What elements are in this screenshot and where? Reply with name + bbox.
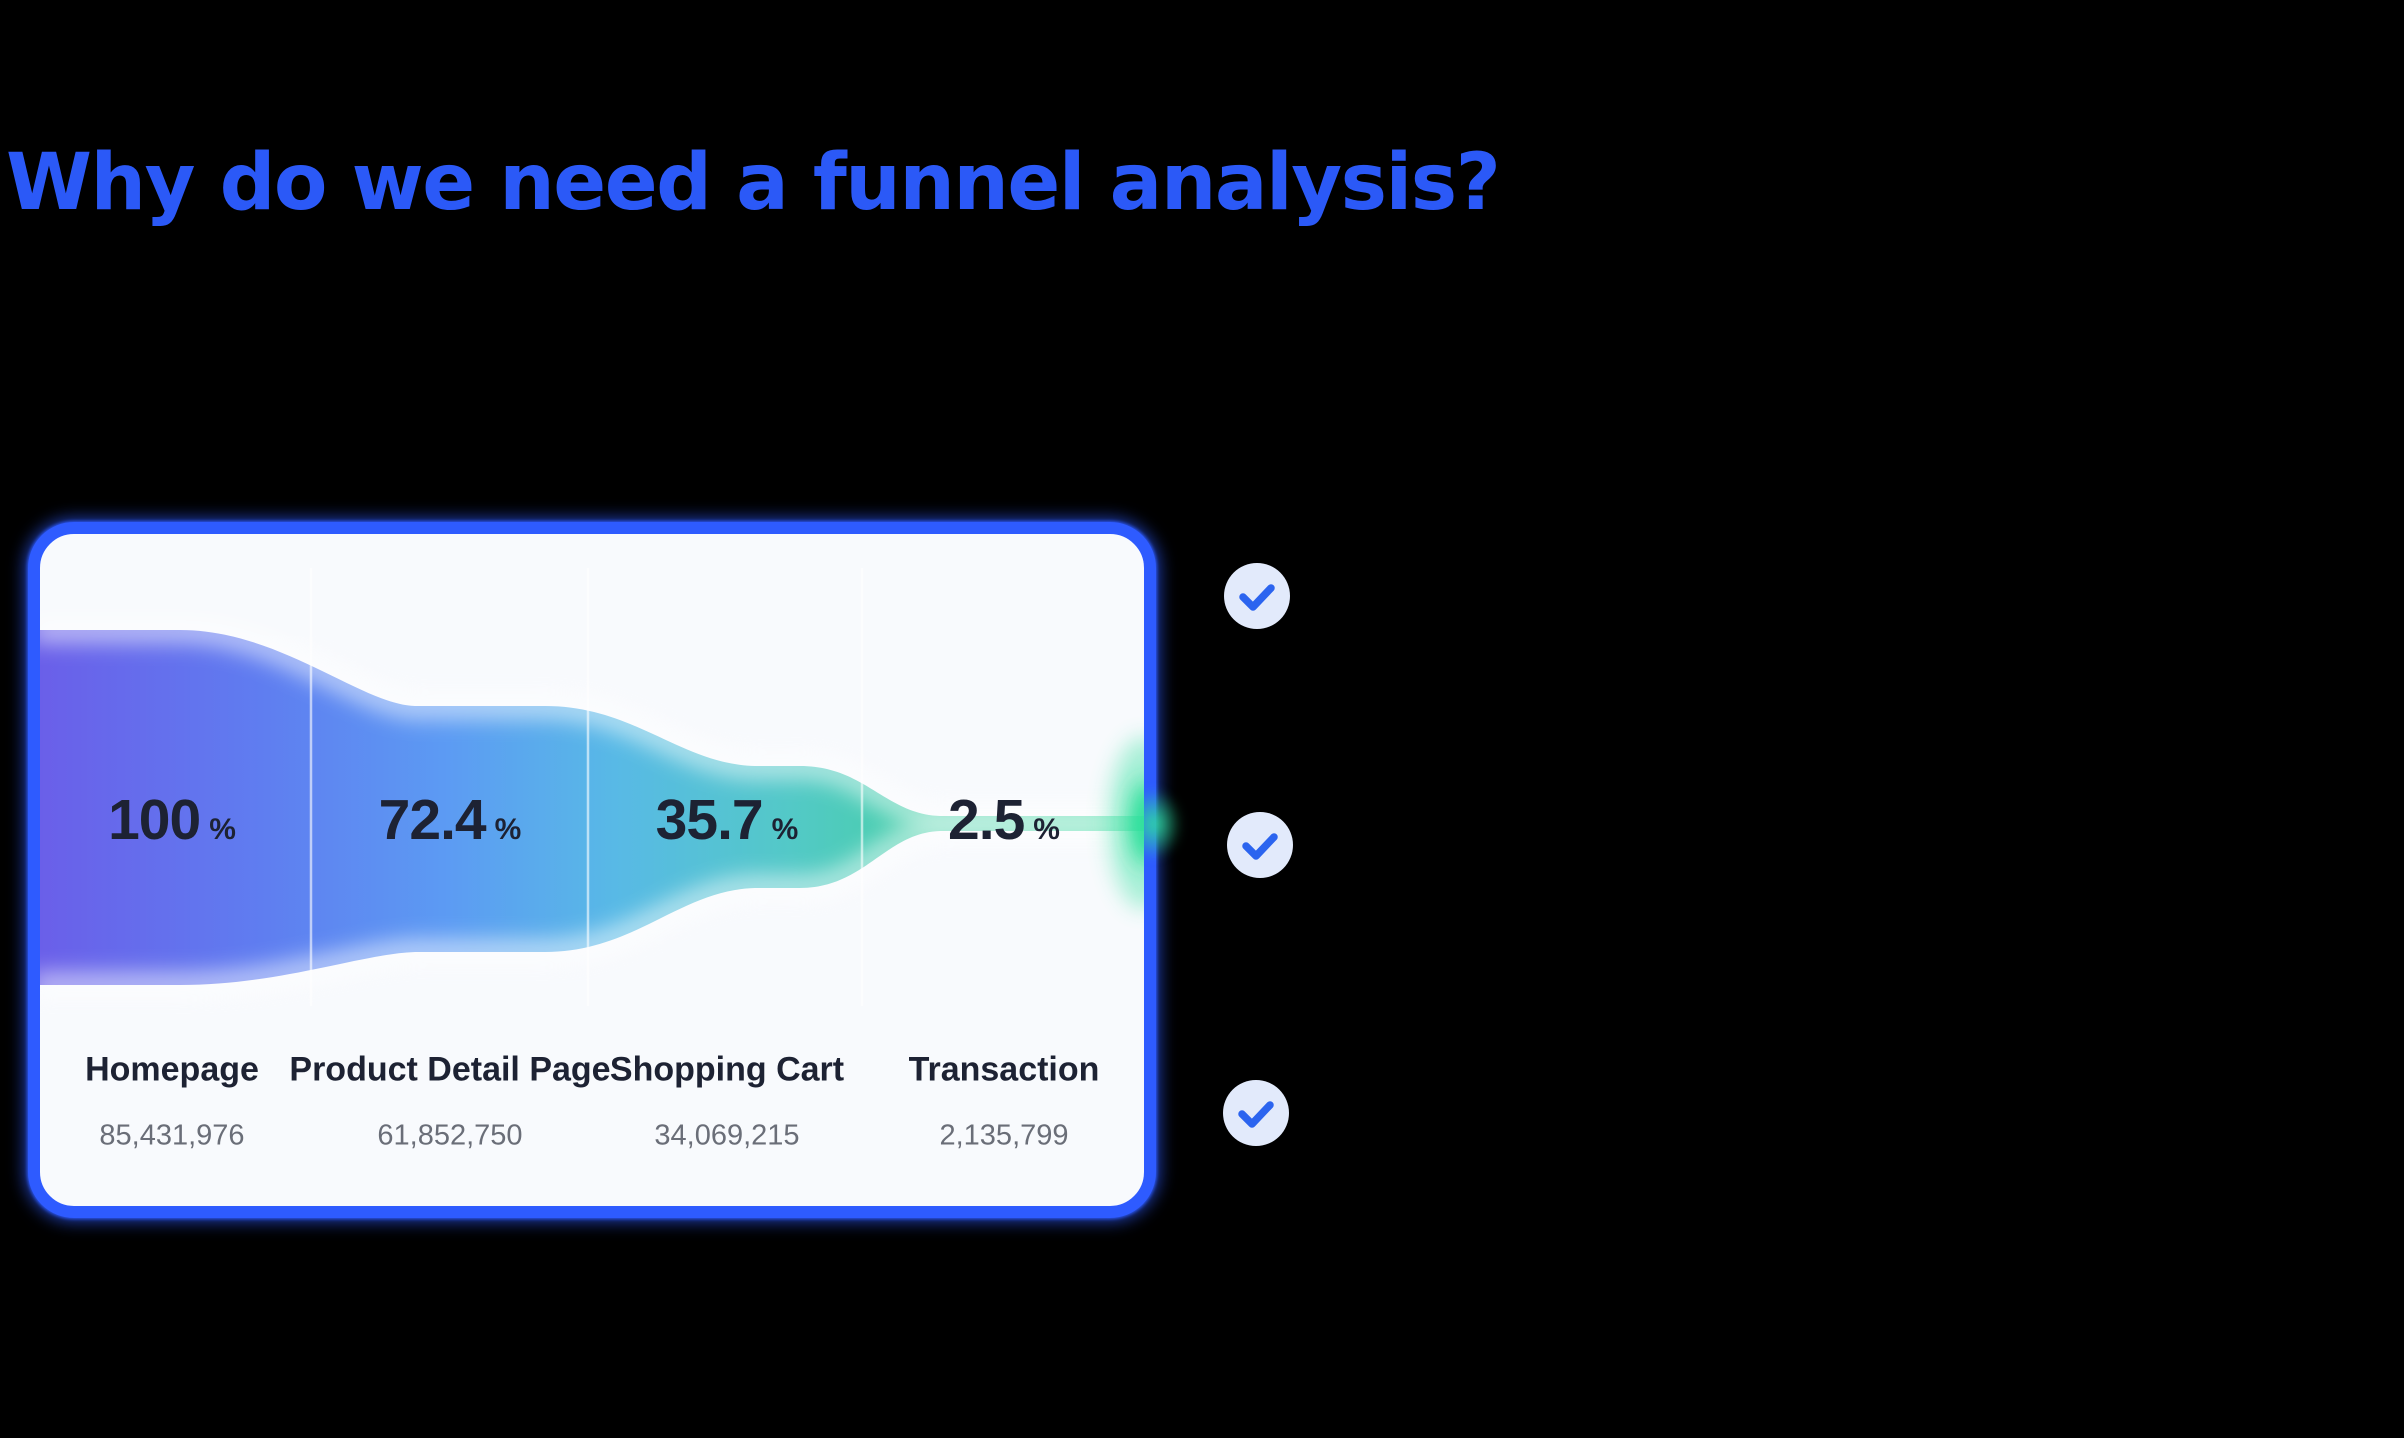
percent-sign: % [209, 813, 236, 846]
stage-percent: 100% [108, 787, 236, 853]
percent-sign: % [494, 813, 522, 846]
check-bullet [1227, 812, 1293, 878]
stage-name: Shopping Cart [609, 1050, 845, 1089]
percent-sign: % [1033, 813, 1060, 846]
percent-value: 100 [108, 788, 201, 852]
check-bullet [1223, 1080, 1289, 1146]
stage-percent: 72.4% [379, 787, 522, 853]
stage-percent: 2.5% [948, 787, 1060, 853]
stage-percent: 35.7% [656, 787, 799, 853]
funnel-band [40, 630, 1144, 985]
stage-name: Transaction [908, 1050, 1100, 1089]
check-icon [1238, 1101, 1274, 1128]
stage-count: 85,431,976 [99, 1119, 245, 1152]
funnel-chart [40, 568, 1144, 1006]
percent-sign: % [771, 813, 799, 846]
check-icon [1239, 584, 1275, 611]
check-bullet [1224, 563, 1290, 629]
stage-separators [309, 568, 864, 1006]
stage-name: Product Detail Page [289, 1050, 611, 1089]
stage-count: 2,135,799 [939, 1119, 1069, 1152]
funnel-top-halo [40, 617, 1144, 829]
stage-name: Homepage [85, 1050, 259, 1089]
stage-count: 61,852,750 [377, 1119, 523, 1152]
page-title: Why do we need a funnel analysis? [6, 138, 1501, 229]
stage-count: 34,069,215 [654, 1119, 800, 1152]
percent-value: 35.7 [655, 788, 764, 852]
percent-value: 2.5 [948, 788, 1025, 852]
check-icon [1242, 833, 1278, 860]
funnel-bottom-halo [40, 818, 1144, 998]
percent-value: 72.4 [378, 788, 487, 852]
